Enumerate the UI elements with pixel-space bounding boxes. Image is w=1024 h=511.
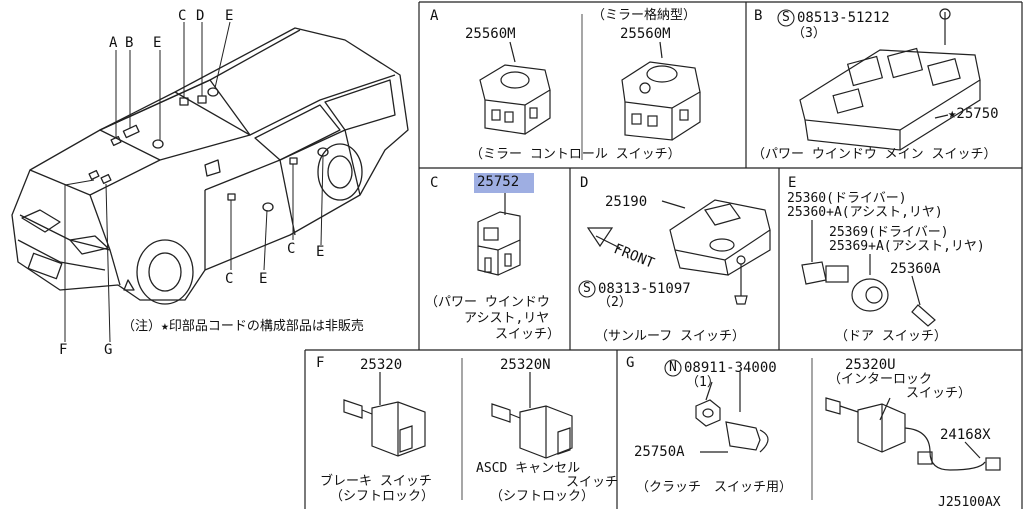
car-label-e-top: E [225,8,234,24]
panel-d-caption: （サンルーフ スイッチ） [595,329,746,344]
car-label-c-top: C [178,8,187,24]
nut-n-letter: N [669,360,677,375]
panel-d-screw: 08313-51097 [598,281,691,297]
drawing-code: J25100AX [938,495,1001,510]
panel-f-caption1-2: （シフトロック） [330,489,435,504]
panel-e-part-1: 25360(ドライバー) [787,191,907,206]
panel-b-letter: B [754,8,763,24]
panel-g-part2: 25320U [845,357,896,373]
car-label-d: D [196,8,205,24]
panel-f-caption2-1: ASCD キャンセル [476,461,581,476]
panel-d-part: 25190 [605,194,648,210]
panel-b-screw-qty: （3） [792,26,826,41]
car-label-c-mid: C [287,241,296,257]
panel-a-part2: 25560M [620,26,671,42]
car-label-g: G [104,342,113,358]
panel-g-part2-note-1: （インターロック [828,372,933,387]
panel-g-part: 25750A [634,444,685,460]
car-label-e-low: E [259,271,268,287]
panel-g-nut-qty: （1） [686,375,720,390]
panel-g-nut: 08911-34000 [684,360,777,376]
panel-g-part2-note-2: スイッチ） [906,386,972,401]
panel-f-caption2-3: （シフトロック） [490,489,595,504]
car-label-b: B [125,35,134,51]
car-label-e-mid: E [316,244,325,260]
panel-b-caption: （パワー ウインドウ メイン スイッチ） [752,147,997,162]
car-label-c-low: C [225,271,234,287]
panel-e-part-4: 25369+A(アシスト,リヤ) [829,239,985,254]
panel-e-letter: E [788,175,797,191]
car-label-a: A [109,35,118,51]
panel-c-caption-1: （パワー ウインドウ [425,295,550,310]
panel-e-part-2: 25360+A(アシスト,リヤ) [787,205,943,220]
panel-f-caption2-2: スイッチ [566,475,619,490]
panel-b-part: ★25750 [948,106,999,122]
panel-g-caption: （クラッチ スイッチ用） [636,480,793,495]
panel-c-letter: C [430,175,439,191]
panel-c-caption-2: アシスト,リヤ [464,311,550,326]
panel-d-letter: D [580,175,589,191]
screw-s-letter-d: S [583,281,591,296]
panel-a-part2-note: （ミラー格納型） [592,8,697,23]
panel-c-caption-3: スイッチ） [495,327,561,342]
panel-f-part1: 25320 [360,357,403,373]
panel-g-part3: 24168X [940,427,991,443]
panel-e-part-3: 25369(ドライバー) [829,225,949,240]
car-label-f: F [59,342,68,358]
panel-a-part1: 25560M [465,26,516,42]
panel-e-part-a: 25360A [890,261,941,277]
panel-c-part: 25752 [477,174,520,190]
car-note: （注）★印部品コードの構成部品は非販売 [122,319,364,334]
panel-f-letter: F [316,355,325,371]
car-label-e: E [153,35,162,51]
panel-f-caption1-1: ブレーキ スイッチ [320,474,432,489]
panel-e-caption: （ドア スイッチ） [835,329,947,344]
panel-d-screw-qty: （2） [598,295,632,310]
part-highlight [474,173,534,193]
panel-g-letter: G [626,355,635,371]
panel-a-caption: （ミラー コントロール スイッチ） [470,147,681,162]
panel-f-part2: 25320N [500,357,551,373]
panel-b-screw: 08513-51212 [797,10,890,26]
panel-a-letter: A [430,8,439,24]
screw-s-letter-b: S [782,10,790,25]
